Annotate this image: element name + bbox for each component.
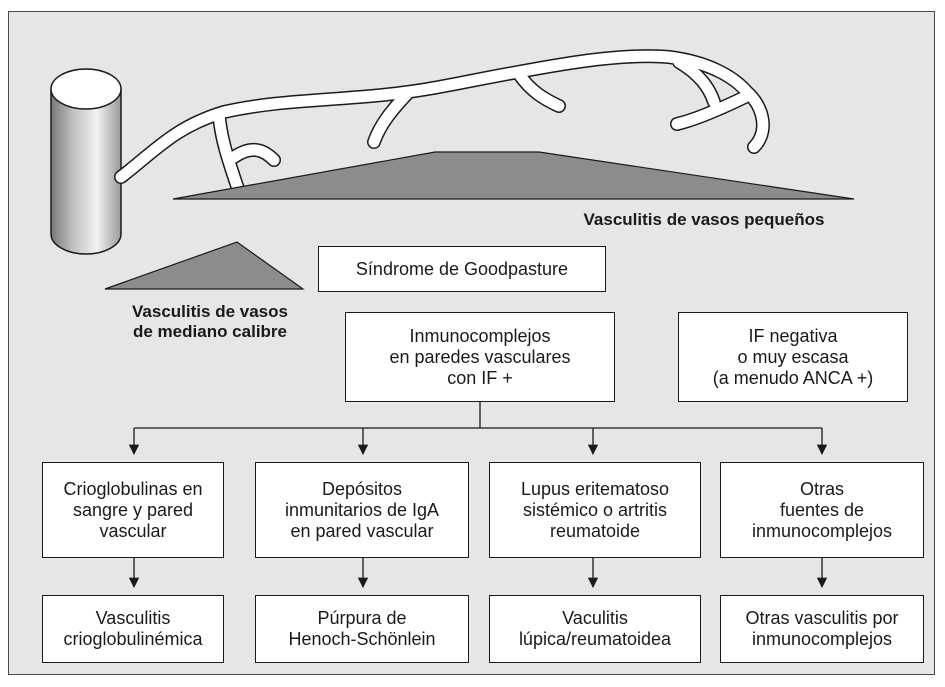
immune-complex-box: Inmunocomplejos en paredes vasculares co…	[345, 312, 615, 402]
flow-connectors	[128, 402, 828, 589]
medium-vessel-triangle	[104, 241, 305, 290]
cause-iga-box: Depósitos inmunitarios de IgA en pared v…	[255, 462, 469, 558]
diagram-artwork	[50, 49, 855, 589]
result-henoch-schonlein-box: Púrpura de Henoch-Schönlein	[255, 595, 469, 663]
small-vessel-label: Vasculitis de vasos pequeños	[583, 210, 825, 229]
cause-lupus-box: Lupus eritematoso sistémico o artritis r…	[489, 462, 701, 558]
small-vessel-branches	[114, 49, 770, 199]
cause-cryoglobulins-box: Crioglobulinas en sangre y pared vascula…	[42, 462, 224, 558]
cause-other-box: Otras fuentes de inmunocomplejos	[720, 462, 924, 558]
small-vessel-triangle	[172, 151, 855, 200]
diagram-panel: Vasculitis de vasos pequeños Vasculitis …	[8, 11, 935, 675]
large-vessel-cylinder	[50, 68, 122, 255]
result-lupus-rheumatoid-box: Vaculitis lúpica/reumatoidea	[489, 595, 701, 663]
result-other-immune-complex-box: Otras vasculitis por inmunocomplejos	[720, 595, 924, 663]
medium-vessel-label: Vasculitis de vasos de mediano calibre	[132, 302, 288, 341]
result-cryoglobulinemic-box: Vasculitis crioglobulinémica	[42, 595, 224, 663]
if-negative-box: IF negativa o muy escasa (a menudo ANCA …	[678, 312, 908, 402]
goodpasture-box: Síndrome de Goodpasture	[318, 246, 606, 292]
